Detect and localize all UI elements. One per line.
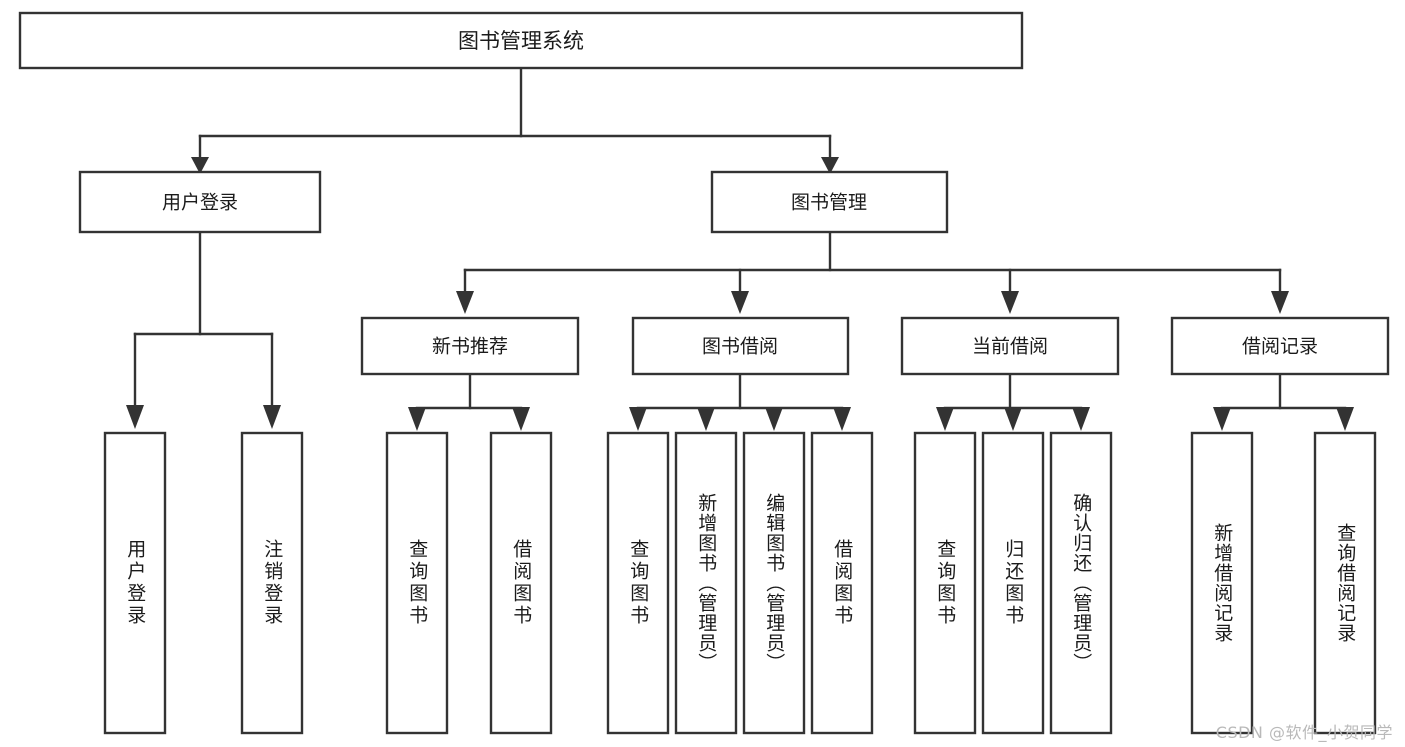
node-label-book-borrow: 图书借阅	[702, 336, 778, 358]
arrow-bookmgmt-c1	[456, 291, 474, 314]
arrow-newbook-l2	[512, 407, 530, 431]
arrow-borrow-l2	[697, 407, 715, 431]
node-box-leaf-logout[interactable]	[240, 431, 304, 735]
node-box-new-book-recommend[interactable]	[360, 316, 580, 376]
node-layer: 图书管理系统 用户登录 图书管理 新书推荐 图书借阅 当前借阅 借阅记录	[18, 11, 1390, 735]
node-box-user-login[interactable]	[78, 170, 322, 234]
node-box-leaf-add-record[interactable]	[1190, 431, 1254, 735]
node-box-leaf-confirm-return[interactable]	[1049, 431, 1113, 735]
node-box-leaf-edit-book[interactable]	[742, 431, 806, 735]
arrow-borrow-l4	[833, 407, 851, 431]
arrow-root-to-user-login	[191, 157, 209, 174]
node-box-leaf-borrow-book-2[interactable]	[810, 431, 874, 735]
arrow-userlogin-l1	[126, 405, 144, 429]
arrow-bookmgmt-c2	[731, 291, 749, 314]
node-box-borrow-record[interactable]	[1170, 316, 1390, 376]
node-box-leaf-return-book[interactable]	[981, 431, 1045, 735]
node-box-book-borrow[interactable]	[631, 316, 850, 376]
node-box-leaf-query-book-3[interactable]	[913, 431, 977, 735]
node-label-borrow-record: 借阅记录	[1242, 336, 1318, 358]
csdn-watermark: CSDN @软件_小贺同学	[1215, 723, 1393, 742]
arrow-current-l2	[1004, 407, 1022, 431]
arrow-borrow-l3	[765, 407, 783, 431]
connector-layer	[126, 66, 1354, 431]
node-box-leaf-query-book-2[interactable]	[606, 431, 670, 735]
node-label-user-login: 用户登录	[162, 192, 238, 214]
node-label-current-borrow: 当前借阅	[972, 336, 1048, 358]
node-box-leaf-borrow-book-1[interactable]	[489, 431, 553, 735]
node-box-current-borrow[interactable]	[900, 316, 1120, 376]
arrow-borrow-l1	[629, 407, 647, 431]
arrow-record-l2	[1336, 407, 1354, 431]
arrow-bookmgmt-c3	[1001, 291, 1019, 314]
arrow-root-to-book-mgmt	[821, 157, 839, 174]
node-label-root: 图书管理系统	[458, 29, 584, 53]
node-box-book-management[interactable]	[710, 170, 949, 234]
node-box-leaf-add-book[interactable]	[674, 431, 738, 735]
node-label-new-book-recommend: 新书推荐	[432, 336, 508, 358]
arrow-current-l1	[936, 407, 954, 431]
node-label-book-management: 图书管理	[791, 192, 867, 214]
arrow-userlogin-l2	[263, 405, 281, 429]
node-box-leaf-query-book-1[interactable]	[385, 431, 449, 735]
node-box-leaf-user-login[interactable]	[103, 431, 167, 735]
arrow-bookmgmt-c4	[1271, 291, 1289, 314]
node-box-root[interactable]	[18, 11, 1024, 70]
arrow-newbook-l1	[408, 407, 426, 431]
node-box-leaf-query-record[interactable]	[1313, 431, 1377, 735]
arrow-current-l3	[1072, 407, 1090, 431]
arrow-record-l1	[1213, 407, 1231, 431]
